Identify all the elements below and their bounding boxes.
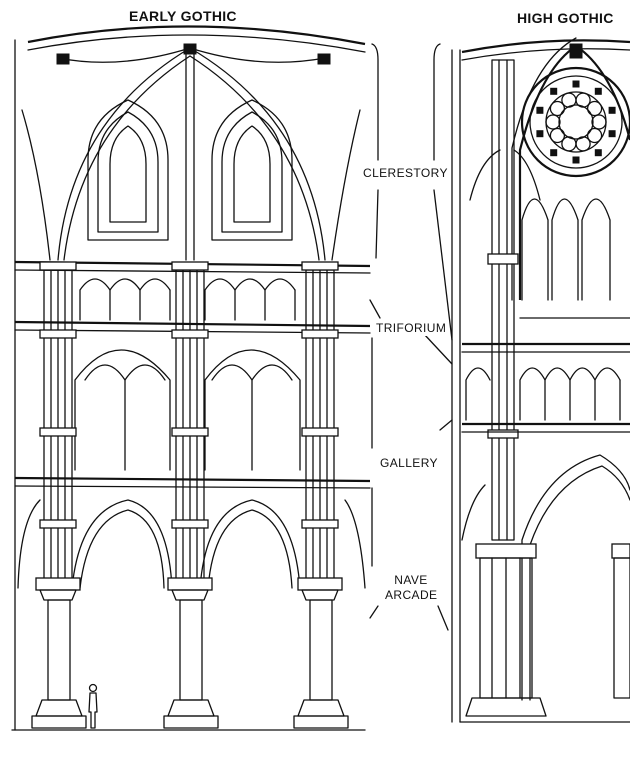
rose-tracery-opening [572,80,580,88]
early-gothic-elevation [11,25,371,731]
rose-petal [545,114,561,130]
rose-petal [575,136,591,152]
rose-petal [575,92,591,108]
rose-tracery-opening [550,149,558,157]
nave-arcade-label-line2: ARCADE [385,588,438,602]
rose-window-icon [520,66,630,178]
early-gothic-title: EARLY GOTHIC [129,8,237,24]
level-brackets [369,43,453,631]
rose-tracery-opening [536,130,544,138]
vault-ribs [21,25,366,261]
rose-tracery-opening [608,130,616,138]
nave-arcade-label: NAVE ARCADE [385,573,437,603]
rose-petal [561,92,577,108]
rose-petal [561,136,577,152]
early-piers [31,261,349,729]
rose-petal [586,127,603,144]
person-scale-icon [88,683,98,729]
high-gothic-elevation [451,37,630,723]
early-triforium [14,260,371,334]
gallery-label: GALLERY [380,456,438,471]
rose-petal [549,127,566,144]
rose-petal [549,100,566,117]
rose-tracery-opening [550,87,558,95]
early-clerestory-windows [87,99,293,241]
rose-petal [591,114,607,130]
triforium-label: TRIFORIUM [376,321,447,336]
rose-tracery-opening [536,106,544,114]
high-gothic-title: HIGH GOTHIC [517,10,614,26]
rose-tracery-opening [594,87,602,95]
nave-arcade-label-line1: NAVE [394,573,428,587]
rose-tracery-opening [608,106,616,114]
early-gallery [14,349,371,489]
rose-tracery-opening [572,156,580,164]
early-nave-arcade [17,499,366,589]
rose-tracery-opening [594,149,602,157]
rose-petal [586,100,603,117]
clerestory-label: CLERESTORY [363,166,448,181]
